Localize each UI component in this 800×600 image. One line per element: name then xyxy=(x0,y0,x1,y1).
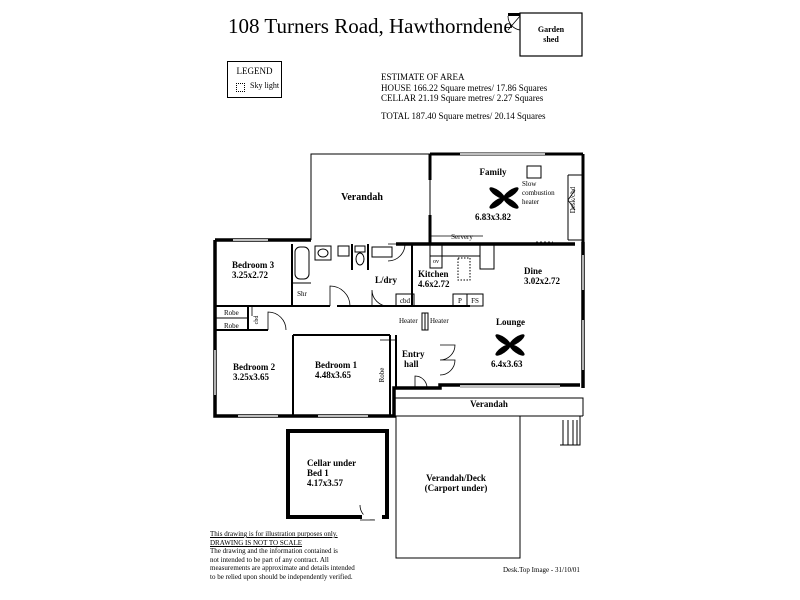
bedroom2-label: Bedroom 2 xyxy=(233,362,276,372)
robe-label-3: Robe xyxy=(378,368,386,383)
bedroom3-dim: 3.25x2.72 xyxy=(232,270,269,280)
fs-label: FS xyxy=(471,297,479,305)
dine-label: Dine xyxy=(524,266,542,276)
cellar-walls xyxy=(286,429,389,519)
verandah-top-label: Verandah xyxy=(341,192,383,203)
disclaimer-line-2: DRAWING IS NOT TO SCALE xyxy=(210,538,302,547)
bathroom-fixtures xyxy=(292,245,393,284)
robe-label: Robe xyxy=(224,309,239,317)
cellar-label-1: Cellar under xyxy=(307,458,356,468)
kitchen-fittings xyxy=(395,235,495,307)
pantry-label: P xyxy=(458,297,462,305)
window-lines xyxy=(213,152,585,418)
estimate-cellar: CELLAR 21.19 Square metres/ 2.27 Squares xyxy=(381,93,544,103)
family-dim: 6.83x3.82 xyxy=(475,212,512,222)
legend-heading: LEGEND xyxy=(236,66,273,76)
garden-shed-label-2: shed xyxy=(543,35,559,44)
heater-icon xyxy=(526,165,542,179)
deck-label-1: Verandah/Deck xyxy=(426,473,486,483)
oven-label: ov xyxy=(433,259,439,265)
disclaimer-line-1: This drawing is for illustration purpose… xyxy=(210,530,338,538)
kitchen-label: Kitchen xyxy=(418,269,449,279)
interior-walls xyxy=(215,244,470,416)
family-label: Family xyxy=(480,167,507,177)
heater-right-label: Heater xyxy=(430,317,449,325)
shower-label: Shr xyxy=(297,290,307,298)
slow-combustion-2: combustion xyxy=(522,189,555,197)
kitchen-dim: 4.6x2.72 xyxy=(418,279,450,289)
windows xyxy=(214,153,584,417)
slow-combustion-1: Slow xyxy=(522,180,537,188)
lounge-label: Lounge xyxy=(496,317,525,327)
room-labels: Verandah Family 6.83x3.82 Slow combustio… xyxy=(224,167,577,493)
deck-label-2: (Carport under) xyxy=(425,483,488,493)
cellar-label-2: Bed 1 xyxy=(307,468,329,478)
legend-skylight-label: Sky light xyxy=(250,81,280,90)
bedroom2-dim: 3.25x3.65 xyxy=(233,372,270,382)
verandah-deck-outline xyxy=(393,397,584,559)
legend-box: LEGEND Sky light xyxy=(227,61,282,98)
heater-unit xyxy=(421,312,429,331)
estimate-total: TOTAL 187.40 Square metres/ 20.14 Square… xyxy=(381,110,546,121)
robe-label-2: Robe xyxy=(224,322,239,330)
cbd-label: cbd xyxy=(400,297,411,305)
servery-label: Servery xyxy=(451,233,473,241)
disclaimer-text-4: to be relied upon should be independentl… xyxy=(210,572,353,581)
lounge-dim: 6.4x3.63 xyxy=(491,359,523,369)
slow-combustion-3: heater xyxy=(522,198,540,206)
garden-shed: Garden shed xyxy=(507,12,583,57)
estimate-house: HOUSE 166.22 Square metres/ 17.86 Square… xyxy=(381,82,548,93)
cabinet-mark xyxy=(567,189,576,211)
dine-dim: 3.02x2.72 xyxy=(524,276,561,286)
entry-label: Entry xyxy=(402,349,425,359)
bedroom1-label: Bedroom 1 xyxy=(315,360,358,370)
heater-left-label: Heater xyxy=(399,317,418,325)
cellar-dim: 4.17x3.57 xyxy=(307,478,344,488)
garden-shed-label: Garden xyxy=(538,25,565,34)
verandah-top-outline xyxy=(310,153,430,240)
estimate-heading: ESTIMATE OF AREA xyxy=(381,72,465,82)
bedroom1-dim: 4.48x3.65 xyxy=(315,370,352,380)
disclaimer-text-2: not intended to be part of any contract.… xyxy=(210,555,329,564)
ceiling-fan-icon xyxy=(489,187,519,209)
entry-label-2: hall xyxy=(404,359,419,369)
ceiling-fan-icon-lounge xyxy=(495,334,525,356)
skylight-icon xyxy=(236,83,245,92)
laundry-label: L/dry xyxy=(375,275,398,285)
area-estimate: ESTIMATE OF AREA HOUSE 166.22 Square met… xyxy=(381,72,547,121)
verandah-bottom-label: Verandah xyxy=(470,399,508,409)
bedroom3-label: Bedroom 3 xyxy=(232,260,275,270)
disclaimer: This drawing is for illustration purpose… xyxy=(210,530,355,581)
disclaimer-text-1: The drawing and the information containe… xyxy=(210,547,338,555)
disclaimer-text-3: measurements are approximate and details… xyxy=(210,564,355,572)
property-address-title: 108 Turners Road, Hawthorndene xyxy=(228,14,513,38)
desk-cbd-label: Desk/cbd xyxy=(569,186,577,213)
bedroom2-cbd-label: cbd xyxy=(254,316,260,325)
footer-credit: Desk.Top Image - 31/10/01 xyxy=(503,566,580,574)
